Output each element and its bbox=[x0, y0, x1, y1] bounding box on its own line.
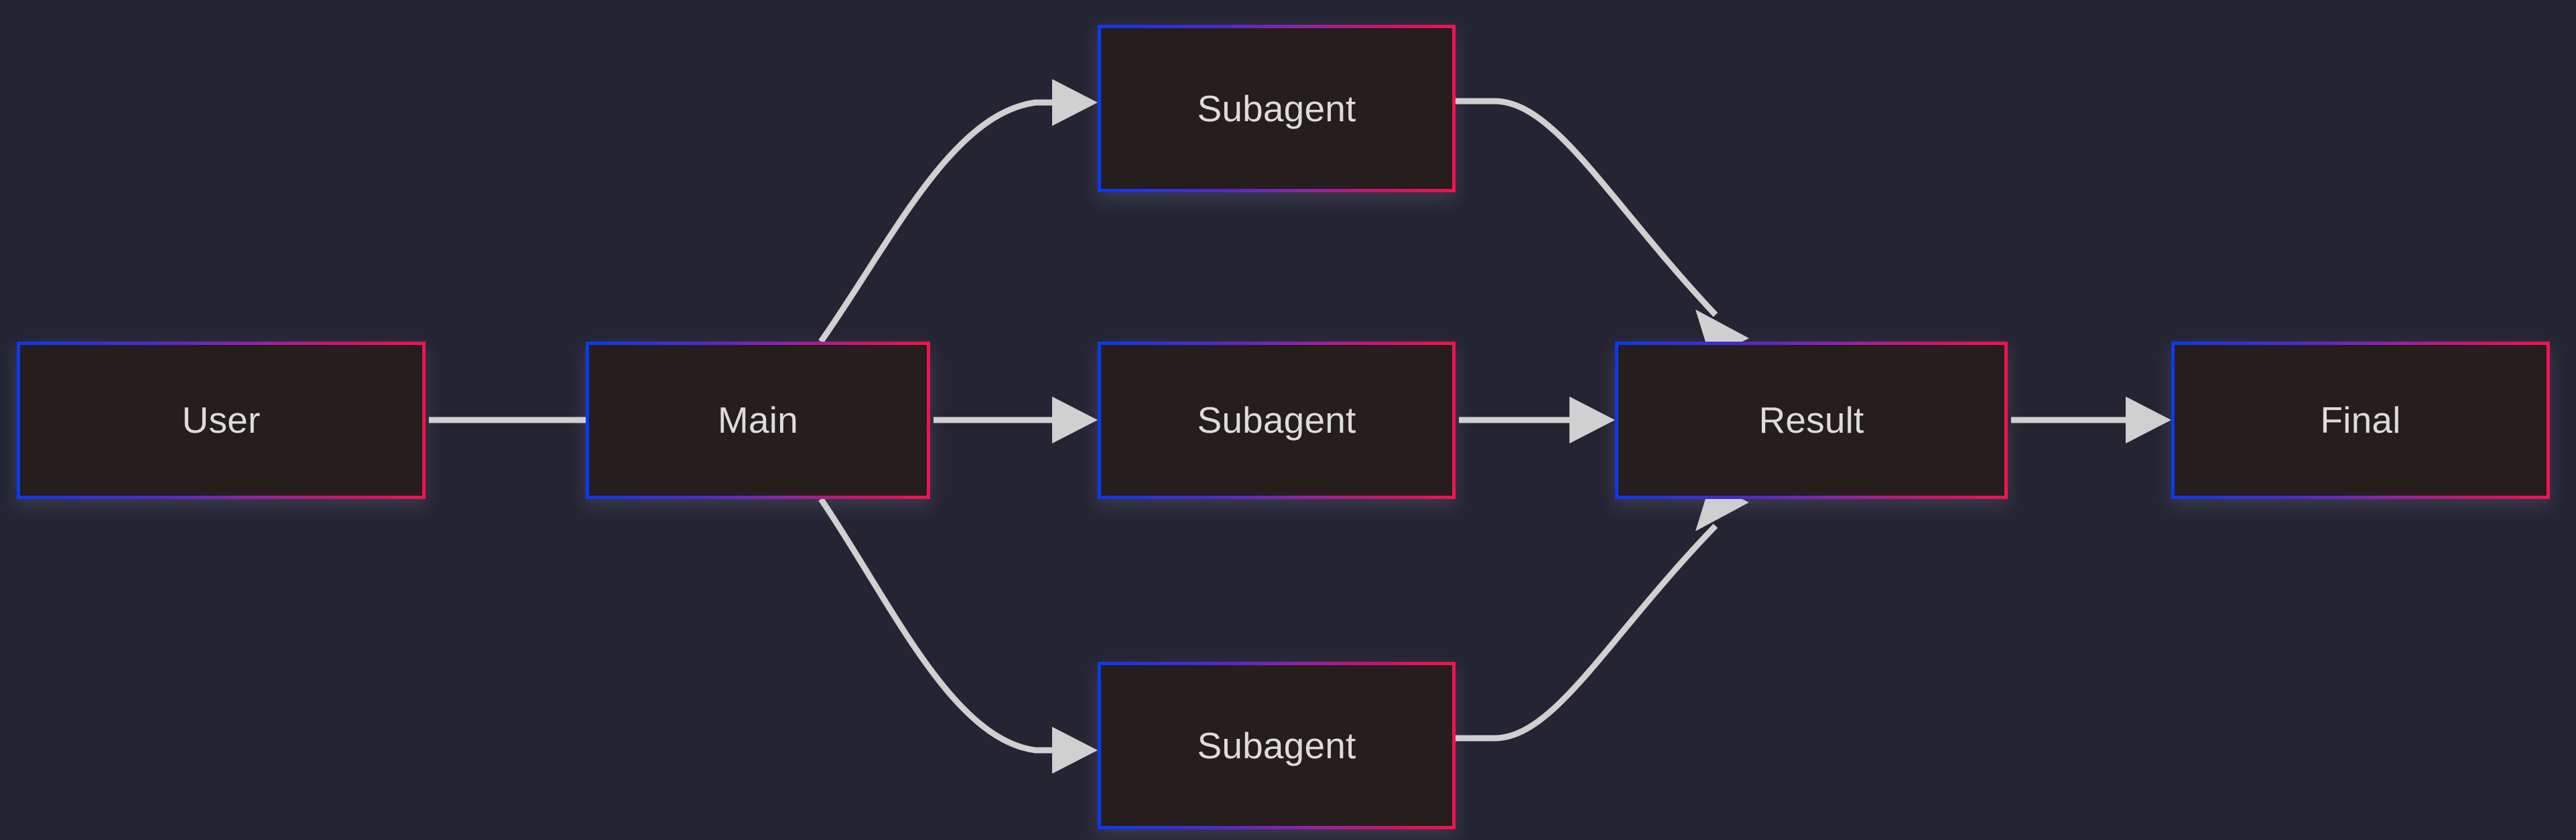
node-user-label: User bbox=[182, 399, 261, 441]
node-subagent-bottom[interactable]: Subagent bbox=[1098, 662, 1456, 829]
edge-result-to-final bbox=[2011, 397, 2171, 443]
edge-subagent-top-to-result bbox=[1456, 98, 1749, 357]
edge-subagent-bottom-to-result bbox=[1456, 484, 1749, 742]
node-final[interactable]: Final bbox=[2171, 342, 2550, 499]
edge-main-to-subagent-top bbox=[818, 79, 1098, 344]
node-main-label: Main bbox=[717, 399, 798, 441]
node-subagent-top-label: Subagent bbox=[1197, 87, 1356, 129]
node-final-label: Final bbox=[2320, 399, 2401, 441]
node-user[interactable]: User bbox=[17, 342, 426, 499]
node-subagent-bottom-label: Subagent bbox=[1197, 724, 1356, 766]
node-subagent-top[interactable]: Subagent bbox=[1098, 25, 1456, 192]
node-subagent-middle[interactable]: Subagent bbox=[1098, 342, 1456, 499]
edge-main-to-subagent-bottom bbox=[818, 497, 1098, 774]
edge-subagent-middle-to-result bbox=[1459, 397, 1615, 443]
node-result-label: Result bbox=[1758, 399, 1864, 441]
node-result[interactable]: Result bbox=[1615, 342, 2008, 499]
node-main[interactable]: Main bbox=[586, 342, 930, 499]
node-subagent-middle-label: Subagent bbox=[1197, 399, 1356, 441]
edge-main-to-subagent-middle bbox=[933, 397, 1098, 443]
